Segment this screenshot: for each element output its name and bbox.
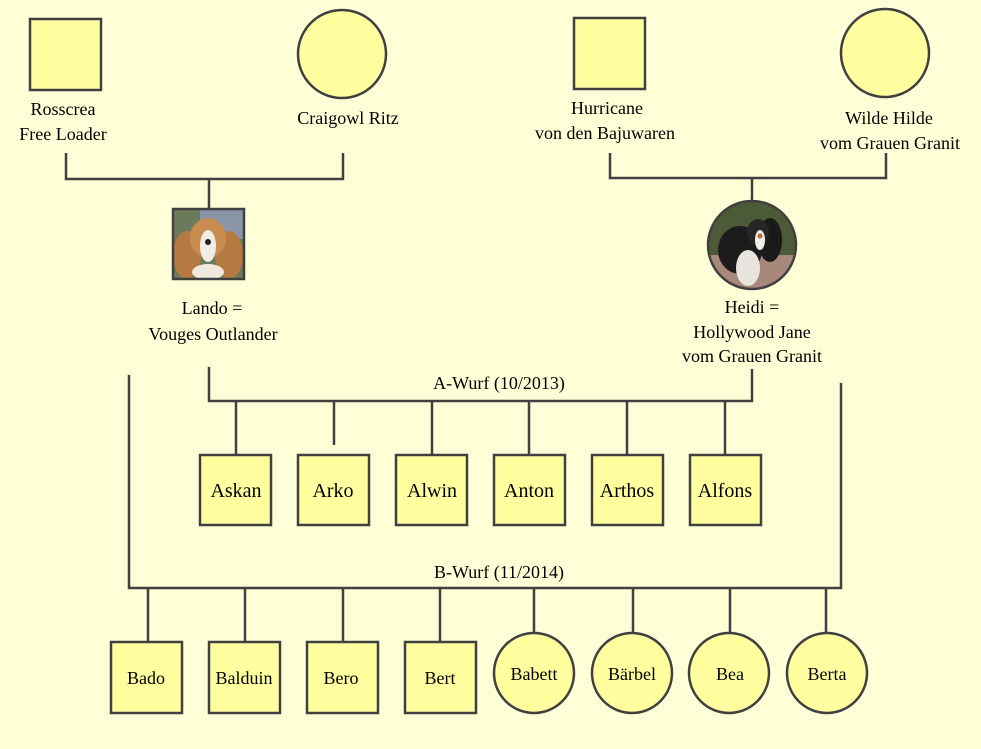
- parent-sire-lando[interactable]: Lando = Vouges Outlander: [148, 207, 278, 344]
- male-symbol: [492, 453, 567, 527]
- b-litter-drops: [146, 588, 828, 642]
- name-line-2: Hollywood Jane: [693, 322, 810, 342]
- female-symbol: [785, 631, 869, 715]
- puppy-name: Berta: [808, 664, 847, 684]
- a-litter-connector: [207, 367, 754, 403]
- cavalier-blenheim-photo: [171, 207, 246, 281]
- name-line-1: Craigowl Ritz: [297, 108, 399, 128]
- a-litter-label: A-Wurf (10/2013): [433, 373, 565, 394]
- grandparent-hurricane-von-den-bajuwaren[interactable]: Hurricane von den Bajuwaren: [535, 16, 675, 143]
- parent-dam-heidi[interactable]: Heidi = Hollywood Jane vom Grauen Granit: [682, 199, 822, 366]
- puppy-balduin[interactable]: Balduin: [207, 640, 282, 715]
- puppy-name: Bado: [127, 668, 165, 688]
- puppy-name: Balduin: [216, 668, 273, 688]
- puppy-name: Askan: [210, 480, 261, 502]
- name-line-2: von den Bajuwaren: [535, 123, 675, 143]
- name-line-3: vom Grauen Granit: [682, 346, 822, 366]
- puppy-bado[interactable]: Bado: [109, 640, 184, 715]
- a-litter-puppies: Askan Arko Alwin Anton Arthos Alfons: [198, 453, 763, 527]
- b-litter-puppies: Bado Balduin Bero Bert Babett Bärbel Bea: [109, 631, 869, 715]
- name-line-1: Hurricane: [571, 98, 643, 118]
- paternal-grandparents-connector: [64, 153, 345, 208]
- name-line-1: Wilde Hilde: [845, 108, 933, 128]
- name-line-2: Vouges Outlander: [148, 324, 277, 344]
- cavalier-tricolor-photo: [706, 199, 798, 291]
- puppy-baerbel[interactable]: Bärbel: [590, 631, 674, 715]
- a-litter-drops: [234, 401, 727, 455]
- puppy-name: Bärbel: [608, 664, 656, 684]
- puppy-berta[interactable]: Berta: [785, 631, 869, 715]
- puppy-bea[interactable]: Bea: [687, 631, 771, 715]
- male-symbol: [403, 640, 478, 715]
- name-line-1: Rosscrea: [31, 99, 96, 119]
- grandparent-wilde-hilde[interactable]: Wilde Hilde vom Grauen Granit: [820, 7, 960, 153]
- male-symbol: [688, 453, 763, 527]
- puppy-alwin[interactable]: Alwin: [394, 453, 469, 527]
- puppy-bert[interactable]: Bert: [403, 640, 478, 715]
- female-symbol: [296, 8, 388, 100]
- puppy-name: Arthos: [600, 480, 655, 502]
- female-symbol: [590, 631, 674, 715]
- male-symbol: [590, 453, 665, 527]
- name-line-1: Heidi =: [725, 297, 780, 317]
- name-line-1: Lando =: [182, 298, 243, 318]
- puppy-anton[interactable]: Anton: [492, 453, 567, 527]
- b-litter-label: B-Wurf (11/2014): [434, 562, 564, 583]
- puppy-bero[interactable]: Bero: [305, 640, 380, 715]
- puppy-name: Alwin: [407, 480, 457, 502]
- puppy-alfons[interactable]: Alfons: [688, 453, 763, 527]
- male-symbol: [305, 640, 380, 715]
- male-symbol: [572, 16, 647, 91]
- connector-lines: [64, 153, 888, 642]
- male-symbol: [207, 640, 282, 715]
- female-symbol: [839, 7, 931, 99]
- puppy-name: Arko: [312, 480, 353, 502]
- grandparent-craigowl-ritz[interactable]: Craigowl Ritz: [296, 8, 399, 128]
- maternal-grandparents-connector: [608, 153, 888, 201]
- puppy-arko[interactable]: Arko: [296, 453, 371, 527]
- male-symbol: [394, 453, 469, 527]
- male-symbol: [109, 640, 184, 715]
- puppy-name: Bero: [324, 668, 359, 688]
- puppy-name: Bea: [716, 664, 744, 684]
- female-symbol: [492, 631, 576, 715]
- name-line-2: vom Grauen Granit: [820, 133, 960, 153]
- puppy-name: Anton: [504, 480, 554, 502]
- puppy-name: Alfons: [698, 480, 753, 502]
- puppy-arthos[interactable]: Arthos: [590, 453, 665, 527]
- male-symbol: [198, 453, 273, 527]
- puppy-babett[interactable]: Babett: [492, 631, 576, 715]
- name-line-2: Free Loader: [19, 124, 106, 144]
- puppy-name: Babett: [511, 664, 558, 684]
- grandparent-rosscrea-free-loader[interactable]: Rosscrea Free Loader: [19, 17, 107, 144]
- female-symbol: [687, 631, 771, 715]
- puppy-askan[interactable]: Askan: [198, 453, 273, 527]
- male-symbol: [28, 17, 103, 92]
- b-litter-connector: [127, 375, 843, 590]
- male-symbol: [296, 453, 371, 527]
- puppy-name: Bert: [425, 668, 456, 688]
